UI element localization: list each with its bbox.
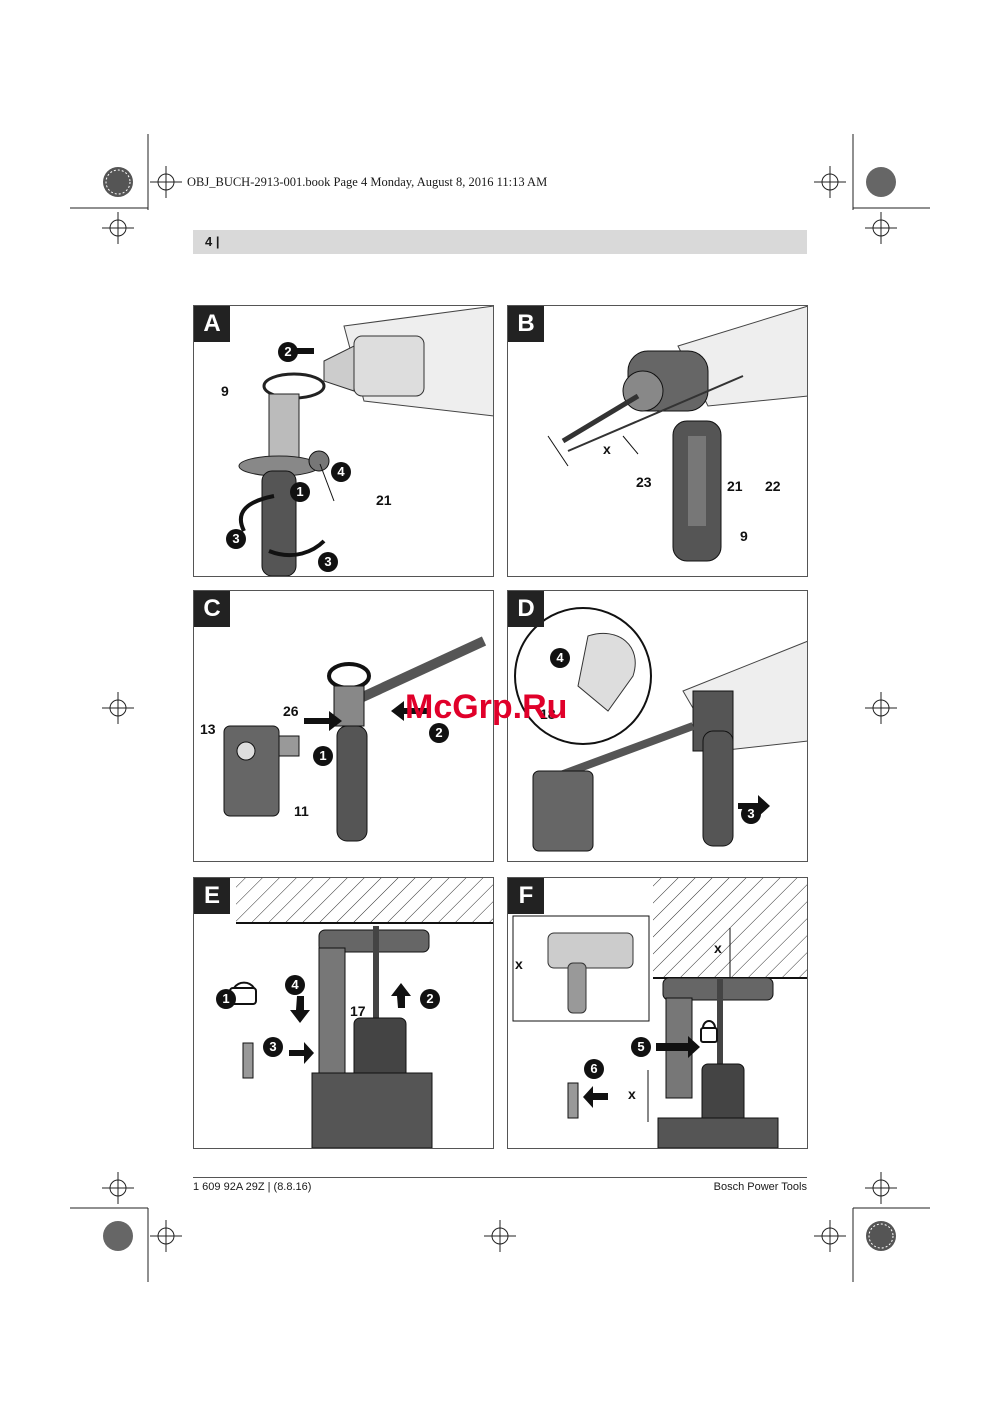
- figure-panel-d: D 18 4 3: [507, 590, 808, 862]
- panel-f-illustration: [512, 878, 807, 1148]
- step-1: 1: [216, 989, 236, 1009]
- callout-11: 11: [294, 803, 309, 819]
- callout-x-top: x: [714, 940, 722, 956]
- step-4: 4: [285, 975, 305, 995]
- step-5: 5: [631, 1037, 651, 1057]
- callout-x: x: [603, 441, 611, 457]
- figure-panel-e: E 17 1 4 2 3: [193, 877, 494, 1149]
- figure-panel-f: F x x x 5 6: [507, 877, 808, 1149]
- step-3b: 3: [318, 552, 338, 572]
- panel-e-label: E: [194, 878, 230, 914]
- watermark: McGrp.Ru: [405, 688, 568, 726]
- panel-c-illustration: [223, 636, 487, 842]
- callout-18: 18: [540, 706, 556, 722]
- callout-x-inset: x: [515, 956, 523, 972]
- step-3: 3: [741, 804, 761, 824]
- step-4: 4: [331, 462, 351, 482]
- page-number: 4 |: [205, 234, 220, 249]
- step-2: 2: [429, 723, 449, 743]
- callout-x-bottom: x: [628, 1086, 636, 1102]
- footer-brand: Bosch Power Tools: [713, 1181, 807, 1193]
- step-1: 1: [313, 746, 333, 766]
- panel-c-label: C: [194, 591, 230, 627]
- panel-b-illustration: [547, 306, 807, 562]
- page-number-bar: 4 |: [193, 230, 807, 254]
- panel-d-label: D: [508, 591, 544, 627]
- panel-f-label: F: [508, 878, 544, 914]
- callout-22: 22: [765, 478, 781, 494]
- step-1: 1: [290, 482, 310, 502]
- figure-panel-b: B x 23 21 22 9: [507, 305, 808, 577]
- callout-23: 23: [636, 474, 652, 490]
- panel-b-label: B: [508, 306, 544, 342]
- panel-a-illustration: [238, 306, 493, 576]
- callout-9: 9: [221, 383, 229, 399]
- panel-a-label: A: [194, 306, 230, 342]
- step-2: 2: [420, 989, 440, 1009]
- callout-13: 13: [200, 721, 216, 737]
- step-6: 6: [584, 1059, 604, 1079]
- step-4: 4: [550, 648, 570, 668]
- step-3: 3: [263, 1037, 283, 1057]
- panel-e-illustration: [229, 878, 493, 1148]
- footer-doc-code: 1 609 92A 29Z | (8.8.16): [193, 1181, 312, 1193]
- callout-26: 26: [283, 703, 299, 719]
- panel-d-illustration: [514, 607, 807, 852]
- callout-17: 17: [350, 1003, 366, 1019]
- step-3: 3: [226, 529, 246, 549]
- callout-21: 21: [376, 492, 392, 508]
- callout-21: 21: [727, 478, 743, 494]
- callout-9: 9: [740, 528, 748, 544]
- print-header: OBJ_BUCH-2913-001.book Page 4 Monday, Au…: [187, 175, 548, 189]
- step-2: 2: [278, 342, 298, 362]
- figure-panel-c: C 26 13 11 1 2: [193, 590, 494, 862]
- footer-divider: [193, 1177, 807, 1178]
- figure-panel-a: A 9 21 2 4 1 3 3: [193, 305, 494, 577]
